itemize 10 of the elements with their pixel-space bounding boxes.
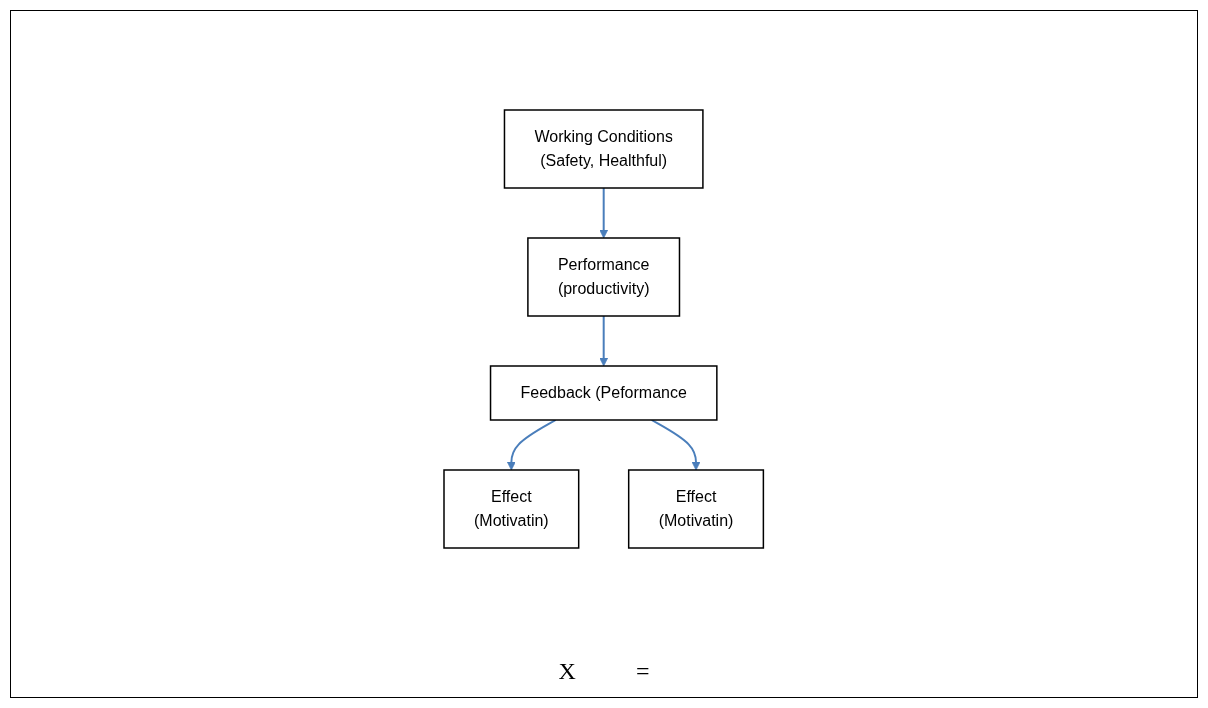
node-box: Working Conditions (Safety, Healthful) — [504, 109, 704, 189]
arrow — [599, 315, 609, 367]
operator-symbol: = — [635, 658, 650, 685]
arrow — [650, 419, 701, 471]
node-box: Feedback (Peformance — [490, 365, 718, 421]
node-box: Effect (Motivatin) — [628, 469, 765, 549]
node-box: Performance (productivity) — [527, 237, 681, 317]
arrow — [599, 187, 609, 239]
node-box: Effect (Motivatin) — [443, 469, 580, 549]
operator-symbol: X — [558, 658, 576, 685]
